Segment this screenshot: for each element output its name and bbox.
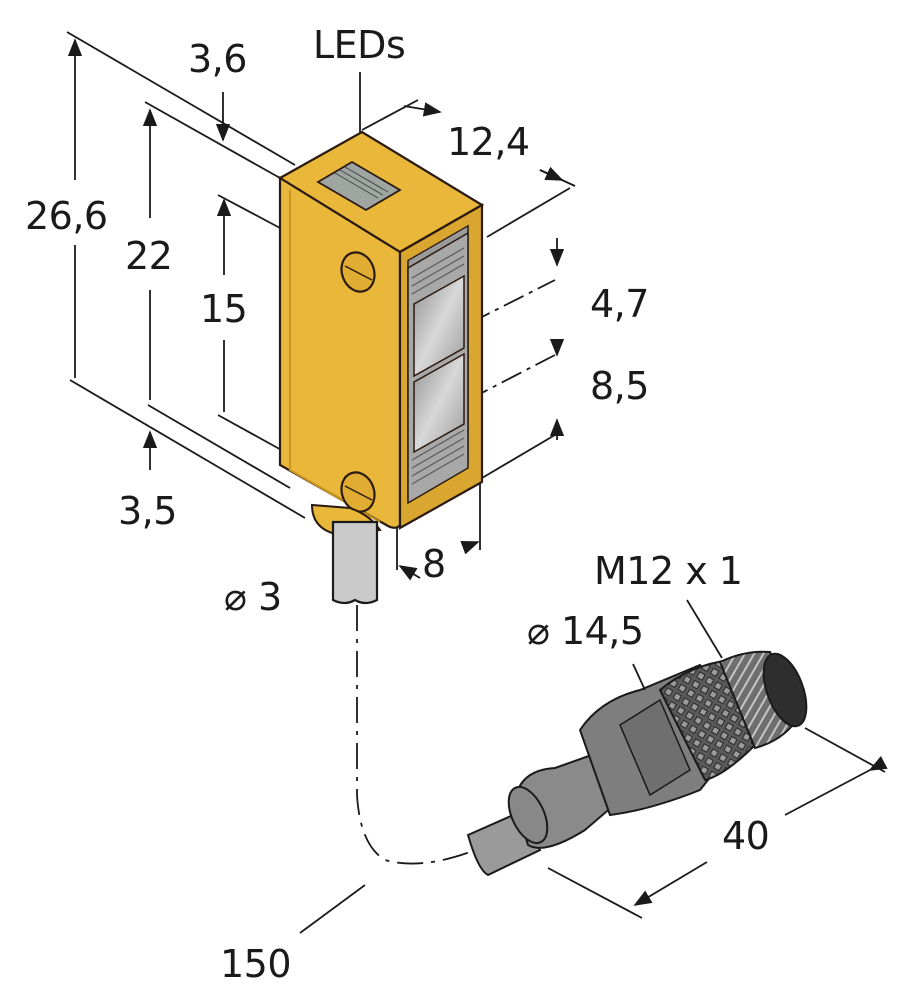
m12-connector <box>466 650 808 877</box>
label-lens-spacing: 8,5 <box>590 364 649 408</box>
label-lens-offset: 4,7 <box>590 282 649 326</box>
label-cable-diameter: ⌀ 3 <box>224 575 282 619</box>
label-mount-spacing-inner: 15 <box>200 287 248 331</box>
lens-upper <box>413 274 465 378</box>
label-connector-diameter: ⌀ 14,5 <box>527 609 644 653</box>
label-connector-length: 40 <box>722 814 770 858</box>
label-cable-length: 150 <box>220 942 292 986</box>
label-connector-thread: M12 x 1 <box>594 549 743 593</box>
dimension-lines-left <box>66 31 361 519</box>
lens-lower <box>413 352 465 454</box>
cable <box>299 520 471 934</box>
label-mount-spacing-outer: 22 <box>125 234 173 278</box>
label-leds: LEDs <box>313 23 406 67</box>
dimension-lines-connector <box>547 599 888 919</box>
label-bottom-offset: 3,5 <box>118 489 177 533</box>
label-width: 8 <box>422 542 446 586</box>
label-depth: 12,4 <box>447 120 530 164</box>
sensor-housing <box>277 130 485 537</box>
label-total-height: 26,6 <box>25 194 108 238</box>
label-top-offset: 3,6 <box>188 37 247 81</box>
